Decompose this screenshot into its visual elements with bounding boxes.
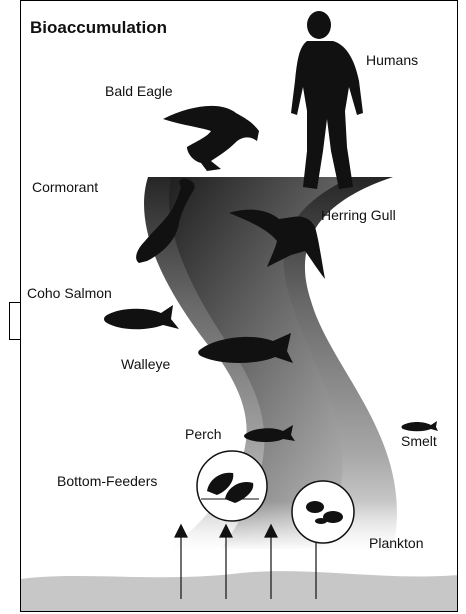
edge-bracket	[9, 302, 20, 340]
label-plankton: Plankton	[369, 535, 423, 551]
label-coho-salmon: Coho Salmon	[27, 285, 112, 301]
label-walleye: Walleye	[121, 356, 170, 372]
label-humans: Humans	[366, 52, 418, 68]
bottom-feeder-icon	[197, 451, 267, 521]
salmon-silhouette-icon	[104, 305, 179, 329]
label-bald-eagle: Bald Eagle	[105, 83, 173, 99]
label-herring-gull: Herring Gull	[321, 207, 396, 223]
label-perch: Perch	[185, 426, 222, 442]
human-silhouette-icon	[291, 11, 363, 189]
diagram-title: Bioaccumulation	[30, 18, 167, 37]
diagram-frame: Bioaccumulation Humans Bald Eagle Cormor…	[20, 0, 458, 612]
plankton-icon	[292, 481, 354, 543]
smelt-silhouette-icon	[402, 421, 439, 431]
label-cormorant: Cormorant	[32, 179, 98, 195]
label-bottom-feeders: Bottom-Feeders	[57, 473, 157, 489]
eagle-silhouette-icon	[163, 106, 259, 171]
label-smelt: Smelt	[401, 433, 437, 449]
bioaccumulation-diagram: Bioaccumulation Humans Bald Eagle Cormor…	[21, 1, 458, 612]
sediment-layer	[21, 571, 458, 612]
